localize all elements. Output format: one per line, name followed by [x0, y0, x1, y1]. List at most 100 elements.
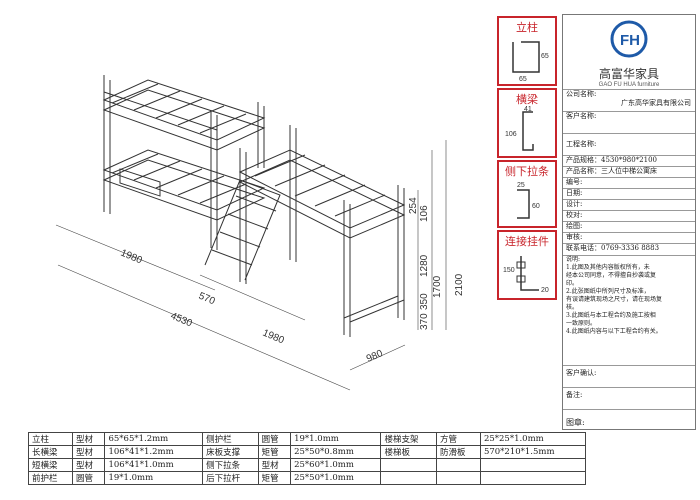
note-line: 一致原则。	[566, 320, 597, 327]
date-label: 日期:	[566, 189, 583, 197]
project-label: 工程名称:	[566, 140, 597, 148]
table-cell: 型材	[257, 458, 292, 472]
title-block: FH 高富华家具 GAO FU HUA furniture 公司名称: 广东高华…	[562, 14, 696, 430]
company-row: 公司名称: 广东高华家具有限公司	[563, 89, 695, 111]
table-cell: 矩管	[257, 471, 292, 485]
table-cell: 侧护栏	[202, 432, 259, 446]
design-row: 设计:	[563, 199, 695, 210]
table-cell: 19*1.0mm	[104, 471, 204, 485]
dim-1700: 1700	[432, 275, 443, 298]
table-cell: 25*50*0.8mm	[290, 445, 382, 459]
table-cell: 短横梁	[28, 458, 73, 472]
svg-text:106: 106	[505, 131, 517, 138]
dim-370: 370	[419, 313, 430, 330]
table-cell: 圆管	[71, 471, 106, 485]
table-cell: 前护栏	[28, 471, 73, 485]
chapter-label: 图章:	[566, 418, 585, 427]
profile-title-connector: 连接挂件	[505, 235, 549, 248]
table-cell: 防滑板	[435, 445, 481, 459]
date-row: 日期:	[563, 188, 695, 199]
table-cell: 方管	[435, 432, 481, 446]
notes-row: 说明: 1.此图及其他内容版权所有，未 经本公司同意，不得擅自抄袭或复 印。 2…	[563, 255, 695, 365]
table-cell: 25*50*1.0mm	[290, 471, 382, 485]
profile-title-column: 立柱	[516, 21, 538, 34]
table-cell: 106*41*1.0mm	[104, 458, 204, 472]
note-line: 有误请建筑现场之尺寸，请在现场复	[566, 296, 663, 303]
table-row: 短横梁 型材 106*41*1.0mm 侧下拉条 型材 25*60*1.0mm	[28, 458, 587, 472]
chapter-row: 图章:	[563, 409, 695, 430]
table-cell	[435, 458, 481, 472]
table-row: 长横梁 型材 106*41*1.2mm 床板支撑 矩管 25*50*0.8mm …	[28, 445, 587, 459]
dim-4530: 4530	[169, 311, 194, 330]
profile-box-connector: 连接挂件 150 20	[497, 230, 557, 300]
svg-text:65: 65	[519, 76, 527, 83]
company-label: 公司名称:	[566, 90, 597, 98]
profile-title-beam: 横梁	[516, 93, 538, 106]
table-cell	[435, 471, 481, 485]
table-cell: 侧下拉条	[202, 458, 259, 472]
dim-2100: 2100	[454, 273, 465, 296]
spec-label: 产品规格：	[566, 156, 601, 164]
dim-350: 350	[419, 293, 430, 310]
project-row: 工程名称:	[563, 133, 695, 155]
check-label: 校对:	[566, 211, 583, 219]
profile-box-beam: 横梁 41 106	[497, 88, 557, 158]
remark-row: 备注:	[563, 387, 695, 409]
review-row: 审核:	[563, 232, 695, 243]
svg-text:20: 20	[541, 287, 549, 294]
table-cell: 立柱	[28, 432, 73, 446]
table-cell: 型材	[71, 445, 106, 459]
dim-1980-left: 1980	[119, 248, 144, 267]
note-line: 核。	[566, 304, 579, 311]
svg-text:41: 41	[524, 106, 532, 113]
remark-label: 备注:	[566, 391, 583, 399]
design-label: 设计:	[566, 200, 583, 208]
svg-text:65: 65	[541, 53, 549, 60]
profile-box-side-bar: 侧下拉条 60 25	[497, 160, 557, 228]
table-cell	[479, 458, 587, 472]
bed-frame-lines	[102, 75, 406, 337]
note-line: 印。	[566, 280, 579, 287]
phone-label: 联系电话：	[566, 244, 601, 252]
dim-980: 980	[365, 348, 385, 365]
profile-title-side-bar: 侧下拉条	[505, 165, 549, 178]
spec-value: 4530*980*2100	[601, 156, 657, 164]
draw-label: 绘图:	[566, 222, 583, 230]
table-cell: 后下拉杆	[202, 471, 259, 485]
note-line: 经本公司同意，不得擅自抄袭或复	[566, 272, 657, 279]
product-label: 产品名称：	[566, 167, 601, 175]
materials-table: 立柱 型材 65*65*1.2mm 侧护栏 圆管 19*1.0mm 楼梯支架 方…	[28, 432, 587, 485]
table-cell: 570*210*1.5mm	[479, 445, 587, 459]
spec-row: 产品规格：4530*980*2100	[563, 155, 695, 166]
check-row: 校对:	[563, 210, 695, 221]
connector-profile-icon: 150 20	[503, 256, 549, 294]
svg-text:FH: FH	[620, 32, 640, 49]
table-cell: 106*41*1.2mm	[104, 445, 204, 459]
note-line: 1.此图及其他内容版权所有，未	[566, 264, 650, 271]
svg-text:60: 60	[532, 203, 540, 210]
profile-box-column: 立柱 65 65	[497, 16, 557, 86]
table-cell: 型材	[71, 458, 106, 472]
confirm-row: 客户确认:	[563, 365, 695, 387]
table-cell: 25*25*1.0mm	[479, 432, 587, 446]
phone-row: 联系电话：0769-3336 8883	[563, 243, 695, 255]
dim-1980-right: 1980	[261, 328, 286, 347]
beam-profile-icon: 41 106	[505, 106, 534, 151]
product-row: 产品名称：三人位中梯公寓床	[563, 166, 695, 177]
table-row: 前护栏 圆管 19*1.0mm 后下拉杆 矩管 25*50*1.0mm	[28, 471, 587, 485]
table-cell: 长横梁	[28, 445, 73, 459]
table-cell: 矩管	[257, 445, 292, 459]
phone-value: 0769-3336 8883	[601, 244, 660, 252]
confirm-label: 客户确认:	[566, 369, 597, 377]
table-cell: 65*65*1.2mm	[104, 432, 204, 446]
dim-1280: 1280	[419, 254, 430, 277]
side-bar-profile-icon: 60 25	[517, 182, 540, 219]
dim-106: 106	[419, 205, 430, 222]
table-cell: 25*60*1.0mm	[290, 458, 382, 472]
number-label: 编号:	[566, 178, 583, 186]
client-label: 客户名称:	[566, 112, 597, 120]
note-line: 4.此图纸内容与以下工程合约有关。	[566, 328, 662, 335]
svg-text:25: 25	[517, 182, 525, 189]
table-cell: 床板支撑	[202, 445, 259, 459]
